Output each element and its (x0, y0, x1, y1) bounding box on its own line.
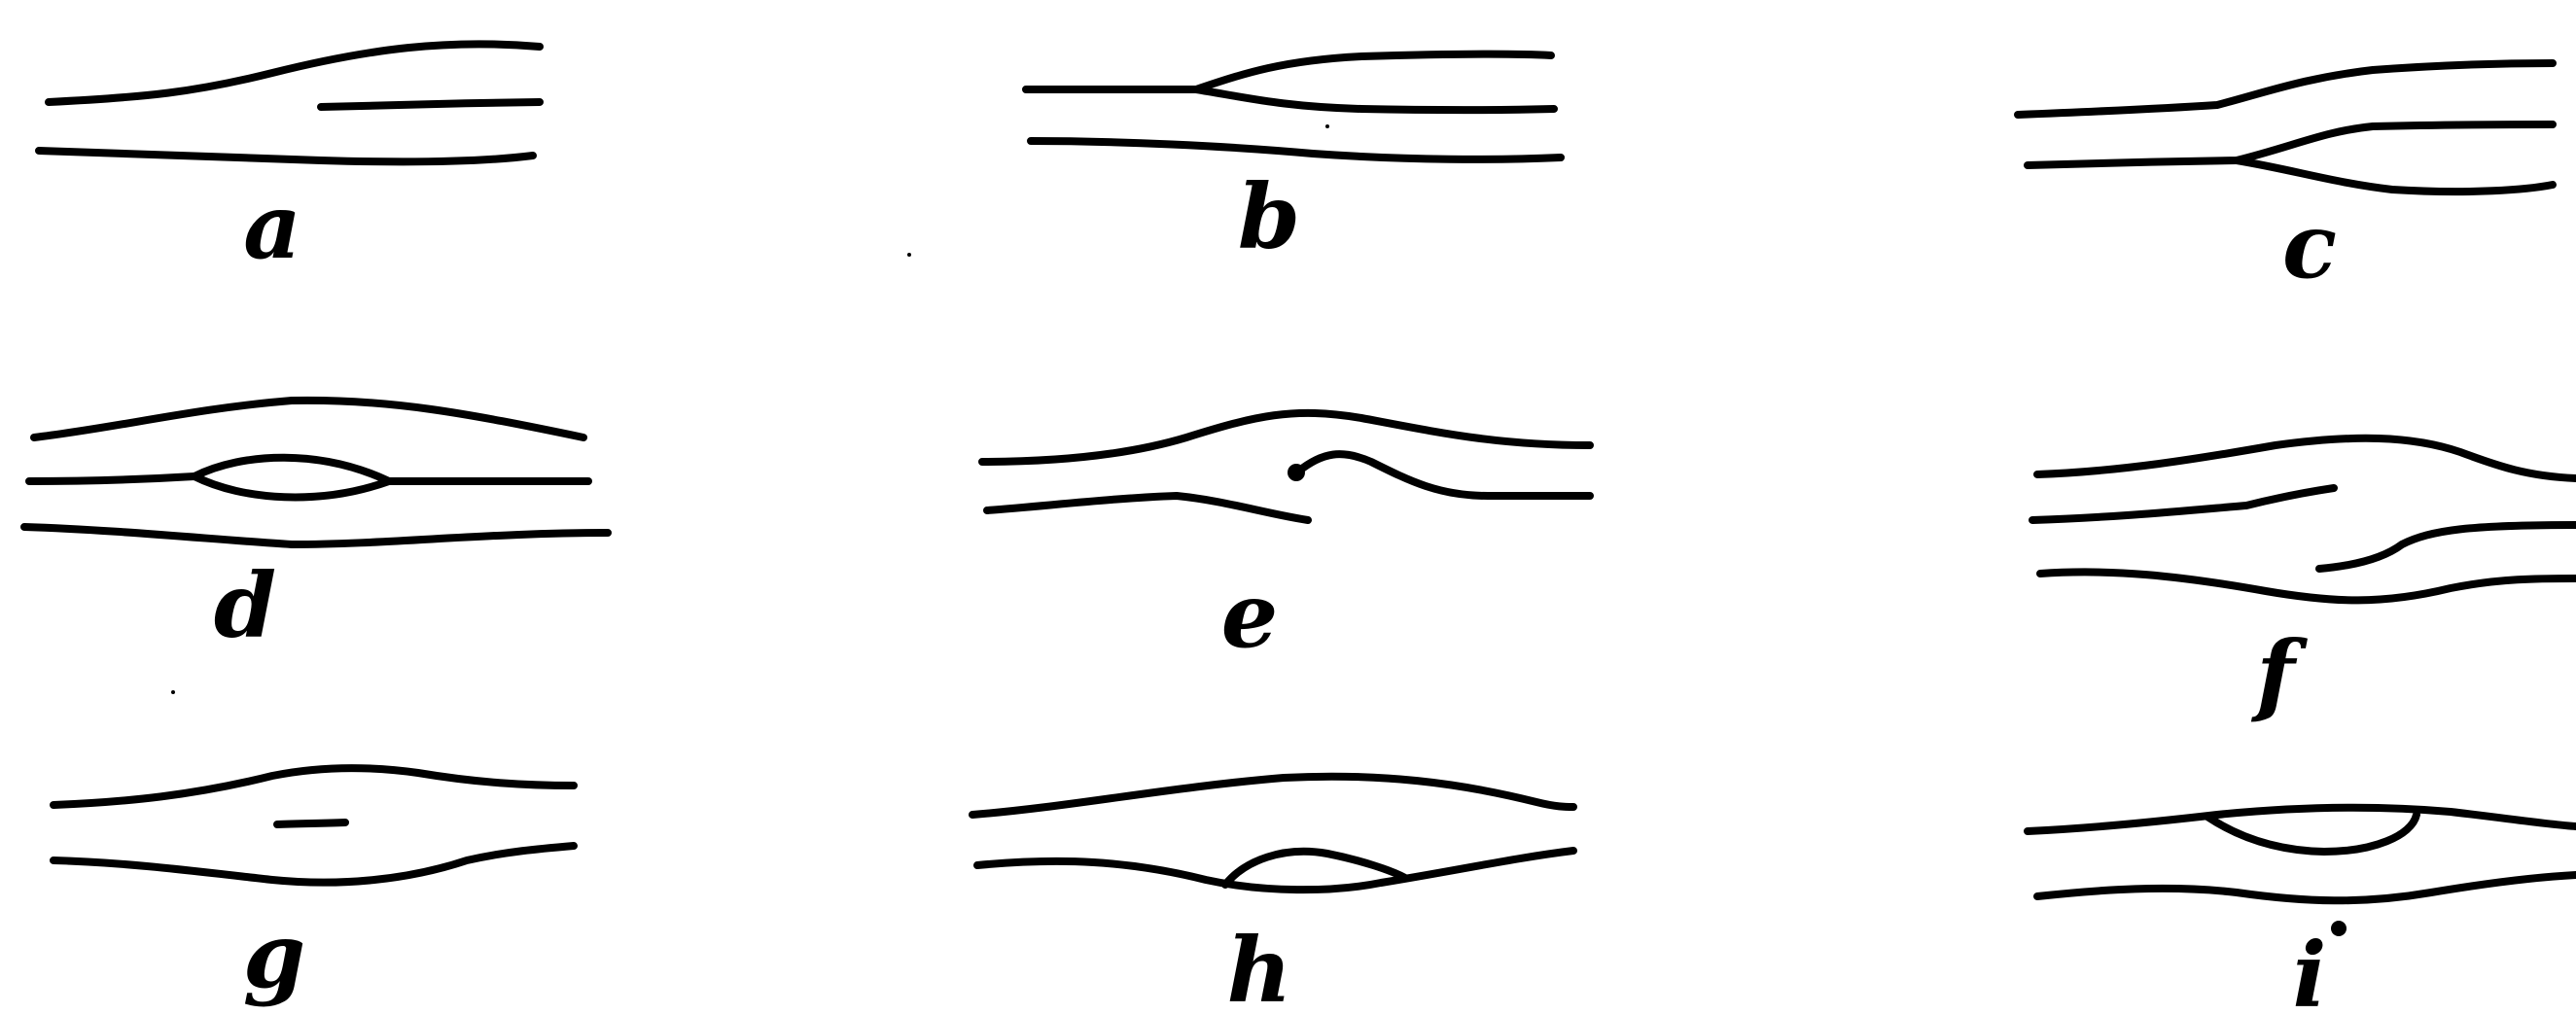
panel-e-ridge-dot (1288, 464, 1305, 481)
panel-d: d (20, 396, 612, 658)
panel-h: h (969, 772, 1577, 1014)
panel-d-label: d (214, 553, 276, 658)
panel-i-label: i (2293, 923, 2327, 1014)
panel-g-upper-ridge (50, 764, 578, 809)
panel-b-upper-branch (1192, 50, 1555, 93)
panel-a-upper-ridge (45, 40, 544, 106)
panel-i-letter-dot (2331, 921, 2347, 936)
panel-e: e (978, 408, 1594, 668)
panel-f-label: f (2250, 621, 2308, 726)
panel-b-stem-ridge (1022, 85, 1558, 115)
panel-h-upper-ridge (969, 772, 1577, 819)
panel-a-ending-ridge (317, 98, 544, 111)
panel-c-label: c (2282, 193, 2337, 298)
print-speck (1325, 124, 1329, 128)
panel-f-upper-ridge (2033, 434, 2576, 482)
print-speck (907, 253, 911, 257)
panel-b-lower-ridge (1027, 137, 1565, 163)
panel-e-upper-ridge (978, 408, 1594, 466)
panel-h-label: h (1227, 918, 1292, 1014)
panel-h-lake (1221, 847, 1409, 889)
panel-c-stem-ridge (2024, 121, 2557, 169)
panel-c-upper-ridge (2014, 59, 2557, 119)
panel-a-label: a (243, 174, 301, 279)
panel-b: b (1022, 50, 1565, 269)
panel-a: a (35, 40, 544, 279)
panel-h-lower-ridge (973, 847, 1577, 894)
panel-c-lower-branch (2233, 157, 2557, 196)
panel-e-lower-left-ridge (983, 492, 1312, 524)
panel-i-lake (2204, 811, 2420, 856)
panel-f-crossing-ridge (2315, 521, 2576, 573)
panel-i: i (2024, 803, 2576, 1014)
print-speck (171, 690, 175, 694)
panel-d-lower-ridge (20, 523, 612, 548)
panel-g: g (50, 764, 578, 1008)
panel-e-label: e (1221, 563, 1279, 668)
panel-c: c (2014, 59, 2557, 298)
panel-b-label: b (1238, 164, 1300, 269)
panel-f-middle-ridge (2029, 484, 2338, 524)
panel-d-middle-left-ridge (25, 472, 198, 485)
panel-d-upper-ridge (30, 396, 587, 441)
panel-i-upper-ridge (2024, 803, 2576, 835)
panel-f-lower-ridge (2036, 568, 2576, 605)
panel-d-enclosure (191, 453, 393, 502)
panel-g-lower-ridge (50, 842, 578, 887)
panel-a-lower-ridge (35, 147, 537, 166)
panel-e-lower-right-ridge (1294, 450, 1594, 500)
panel-f: f (2029, 434, 2576, 726)
panel-i-lower-ridge (2033, 871, 2576, 905)
panel-g-short-ridge (273, 819, 349, 828)
panel-g-label: g (243, 903, 305, 1008)
